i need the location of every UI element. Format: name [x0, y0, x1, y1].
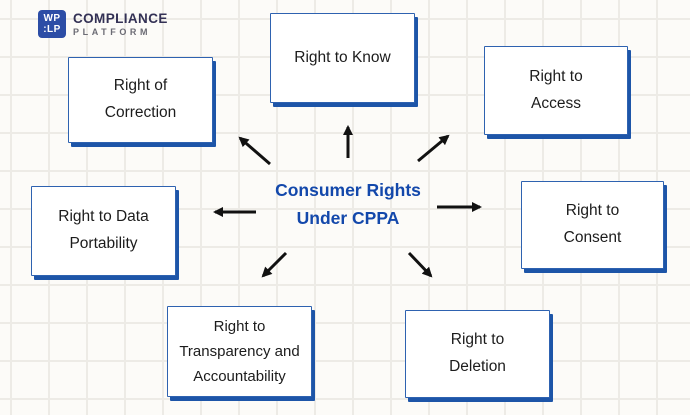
arrow-down-left-icon [261, 251, 288, 278]
node-right-to-data-portability-label: Right to Data Portability [58, 208, 149, 252]
node-right-to-data-portability: Right to Data Portability [31, 186, 176, 276]
arrow-down-right-icon [407, 251, 433, 278]
node-right-of-correction: Right of Correction [68, 57, 213, 143]
logo-subtitle: PLATFORM [73, 26, 152, 37]
logo-icon-line2: :LP [43, 24, 61, 35]
node-right-to-consent: Right to Consent [521, 181, 664, 269]
node-right-to-transparency-and-accountability-label: Right to Transparency and Accountability [179, 317, 300, 386]
logo-text: COMPLIANCE PLATFORM [73, 11, 168, 38]
wplp-logo-icon: WP :LP [38, 10, 66, 38]
compliance-platform-logo: WP :LP COMPLIANCE PLATFORM [38, 10, 168, 38]
node-right-to-access: Right to Access [484, 46, 628, 135]
node-right-to-deletion: Right to Deletion [405, 310, 550, 398]
arrow-up-left-icon [238, 136, 271, 166]
node-right-to-know: Right to Know [270, 13, 415, 103]
logo-title: COMPLIANCE [73, 10, 168, 26]
node-right-to-transparency-and-accountability: Right to Transparency and Accountability [167, 306, 312, 397]
logo-icon-line1: WP [43, 13, 61, 24]
node-right-to-consent-label: Right to Consent [563, 202, 622, 246]
node-right-of-correction-label: Right of Correction [104, 77, 177, 121]
node-right-to-know-label: Right to Know [294, 48, 391, 66]
node-right-to-deletion-label: Right to Deletion [449, 331, 506, 375]
node-right-to-access-label: Right to Access [529, 67, 583, 112]
center-title: Consumer Rights Under CPPA [275, 180, 421, 229]
arrow-up-right-icon [417, 134, 450, 163]
